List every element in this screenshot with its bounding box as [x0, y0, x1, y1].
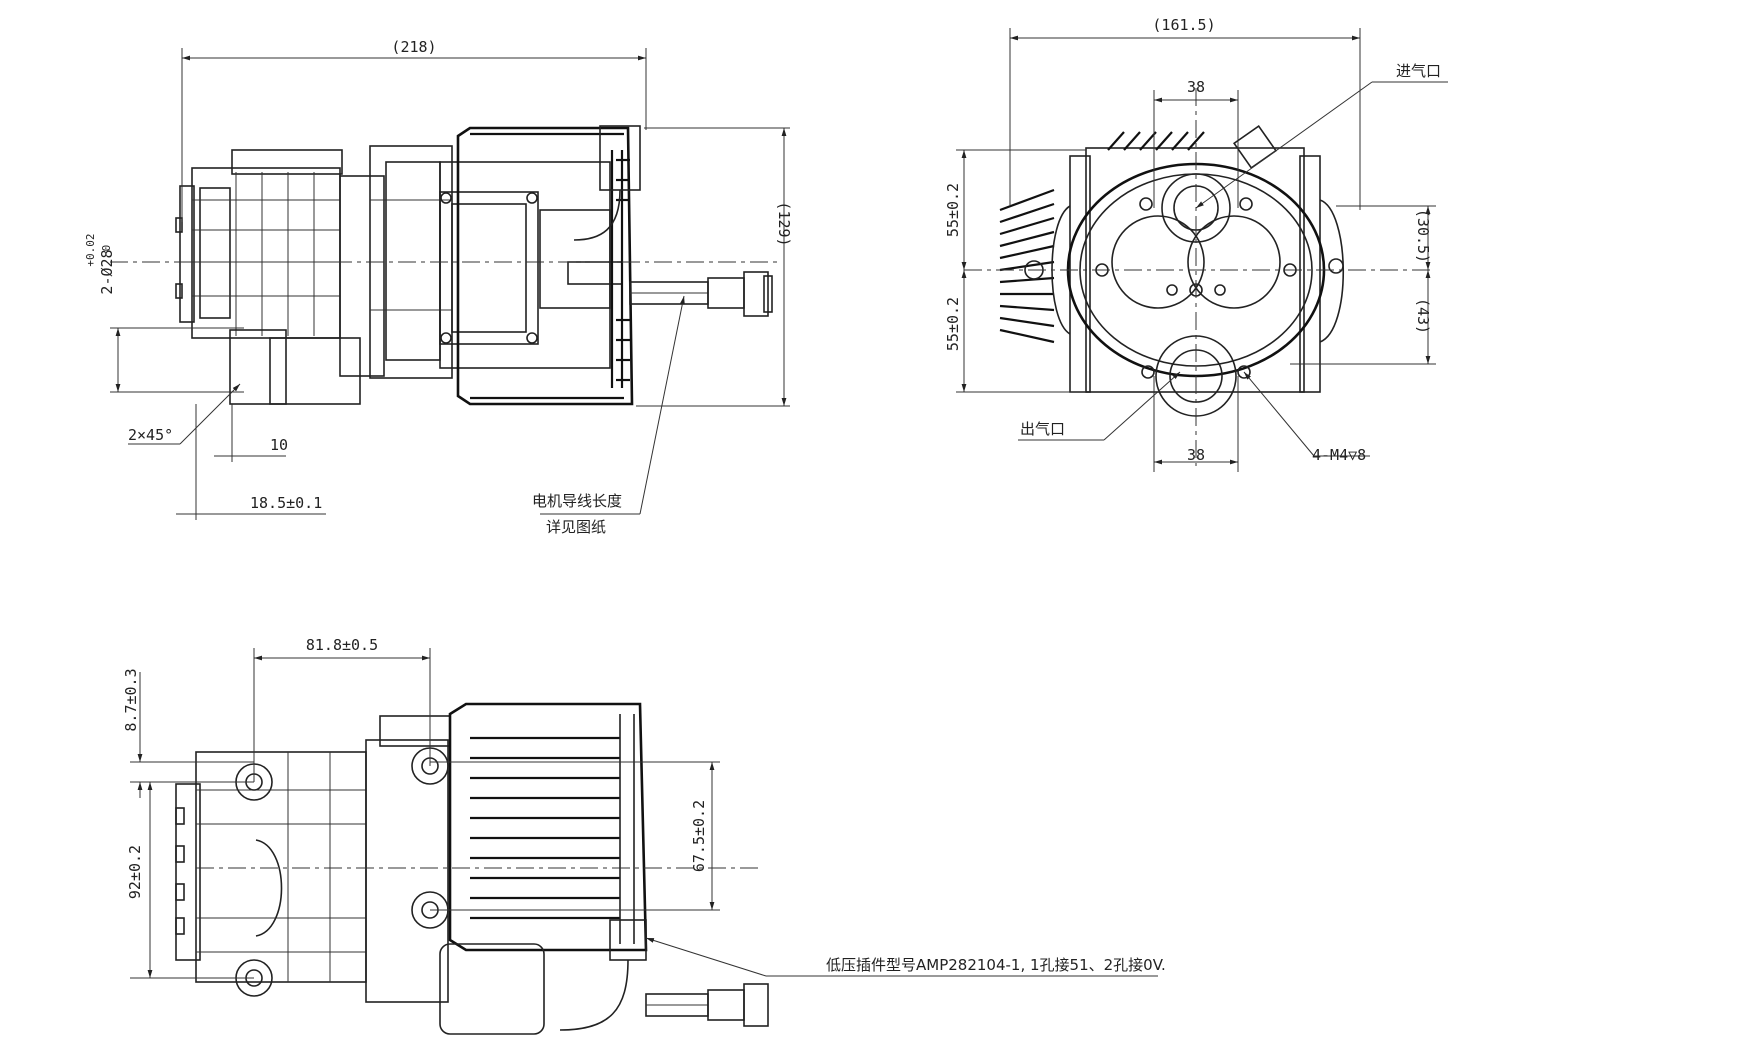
right-hole-pitch-dim: 67.5±0.2 — [690, 800, 708, 872]
bore-dim: 2-Ø28 — [98, 249, 116, 294]
end-view: (161.5) 38 38 55±0.2 55±0.2 (30.5) (43) … — [944, 16, 1448, 472]
right-upper-dim: (30.5) — [1414, 209, 1432, 263]
left-hole-pitch-dim: 92±0.2 — [126, 845, 144, 899]
height-dim: (129) — [775, 201, 793, 246]
lower-height-dim: 55±0.2 — [944, 297, 962, 351]
motor-lead-note-1: 电机导线长度 — [532, 492, 622, 510]
motor-lead-note-2: 详见图纸 — [546, 518, 606, 536]
edge-offset-dim: 8.7±0.3 — [122, 668, 140, 731]
bore-tolerance-lower: 0 — [100, 245, 113, 252]
connector-note: 低压插件型号AMP282104-1, 1孔接51、2孔接0V. — [826, 956, 1166, 974]
chamfer-dim: 2×45° — [128, 426, 173, 444]
overall-length-dim: (218) — [391, 38, 436, 56]
hole-spacing-dim: 81.8±0.5 — [306, 636, 378, 654]
inlet-label: 进气口 — [1396, 62, 1441, 80]
right-lower-dim: (43) — [1414, 298, 1432, 334]
offset-dim: 18.5±0.1 — [250, 494, 322, 512]
inlet-spacing-dim: 38 — [1187, 78, 1205, 96]
outlet-label: 出气口 — [1020, 420, 1065, 438]
upper-height-dim: 55±0.2 — [944, 183, 962, 237]
thread-callout: 4-M4▽8 — [1312, 446, 1366, 464]
side-view: (218) (129) 2-Ø28 +0.02 0 2×45° 10 18.5±… — [84, 38, 793, 536]
depth-dim: 10 — [270, 436, 288, 454]
bore-tolerance-upper: +0.02 — [84, 233, 97, 266]
top-view: 81.8±0.5 8.7±0.3 92±0.2 67.5±0.2 低压插件型号A… — [122, 636, 1166, 1035]
outlet-spacing-dim: 38 — [1187, 446, 1205, 464]
overall-width-dim: (161.5) — [1152, 16, 1215, 34]
